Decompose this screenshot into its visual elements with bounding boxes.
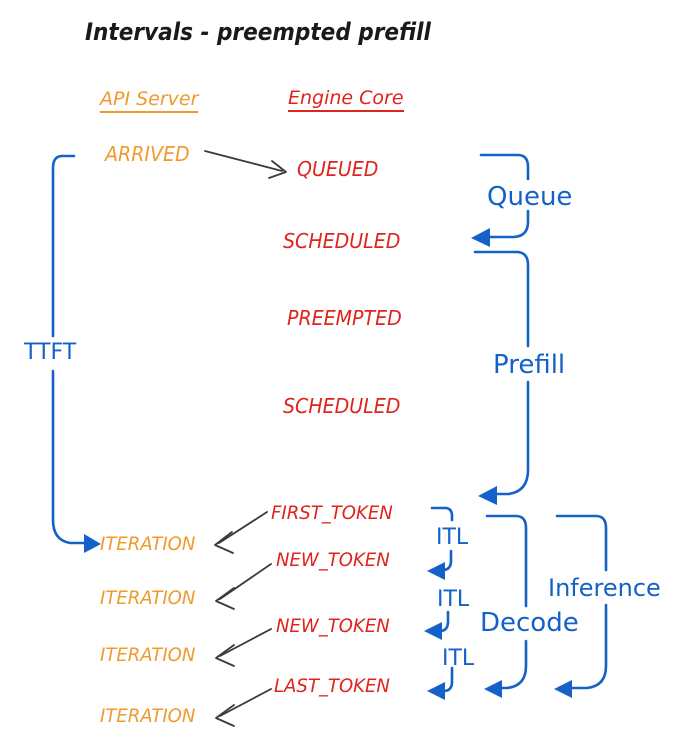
decode-arrowhead — [484, 680, 502, 698]
itl-2-arrowhead — [424, 622, 442, 640]
prefill-bracket-bottom — [495, 380, 530, 496]
interval-label-ttft: TTFT — [24, 340, 77, 365]
ttft-arrowhead — [84, 534, 101, 553]
interval-label-inference: Inference — [548, 574, 661, 602]
itl-1-bracket-top — [430, 506, 454, 522]
inference-bracket-bottom — [569, 603, 608, 690]
queue-bracket-bottom — [487, 209, 530, 239]
interval-label-itl-3: ITL — [442, 646, 475, 671]
interval-label-itl-1: ITL — [436, 525, 469, 550]
column-header-engine-core: Engine Core — [288, 89, 404, 112]
itl-3-arrowhead — [427, 682, 445, 700]
event-preempted: PREEMPTED — [287, 306, 402, 330]
event-iteration-2: ITERATION — [100, 587, 196, 609]
queue-bracket-top — [479, 153, 530, 181]
prefill-bracket-top — [473, 250, 530, 348]
event-iteration-1: ITERATION — [100, 533, 196, 555]
event-new-token-2: NEW_TOKEN — [276, 615, 390, 637]
new-token-1-to-iteration-arrowhead — [215, 587, 235, 610]
column-header-api-server: API Server — [100, 90, 199, 113]
interval-label-prefill: Prefill — [493, 350, 566, 380]
interval-label-itl-2: ITL — [437, 587, 470, 612]
new-token-1-to-iteration-arrow — [219, 563, 272, 600]
prefill-arrowhead — [478, 486, 497, 505]
decode-bracket-top — [485, 514, 528, 608]
event-first-token: FIRST_TOKEN — [271, 502, 393, 524]
page-title: Intervals - preempted prefill — [85, 18, 431, 46]
inference-bracket-top — [555, 514, 608, 572]
last-token-to-iteration-arrow — [219, 688, 272, 717]
ttft-bracket-bottom — [51, 369, 87, 545]
new-token-2-to-iteration-arrowhead — [215, 644, 235, 667]
itl-2-hook — [439, 610, 450, 633]
last-token-to-iteration-arrowhead — [215, 704, 235, 727]
itl-1-hook — [442, 549, 453, 572]
inference-arrowhead — [554, 680, 572, 698]
new-token-2-to-iteration-arrow — [219, 628, 272, 657]
event-iteration-4: ITERATION — [100, 705, 196, 727]
event-arrived: ARRIVED — [105, 142, 190, 166]
itl-3-hook — [443, 666, 454, 693]
ttft-bracket-top — [51, 154, 76, 338]
event-scheduled-1: SCHEDULED — [283, 229, 401, 253]
event-new-token-1: NEW_TOKEN — [276, 549, 390, 571]
event-scheduled-2: SCHEDULED — [283, 394, 401, 418]
event-last-token: LAST_TOKEN — [274, 675, 390, 697]
first-token-to-iteration-arrow — [218, 511, 268, 544]
itl-1-arrowhead — [427, 562, 445, 580]
arrived-to-queued-arrowhead — [268, 160, 287, 179]
interval-label-queue: Queue — [487, 182, 573, 212]
queue-arrowhead — [471, 228, 490, 247]
event-queued: QUEUED — [297, 157, 379, 181]
interval-label-decode: Decode — [480, 608, 579, 638]
event-iteration-3: ITERATION — [100, 644, 196, 666]
decode-bracket-bottom — [499, 639, 528, 690]
first-token-to-iteration-arrowhead — [214, 531, 234, 554]
arrived-to-queued-arrow — [204, 150, 283, 172]
